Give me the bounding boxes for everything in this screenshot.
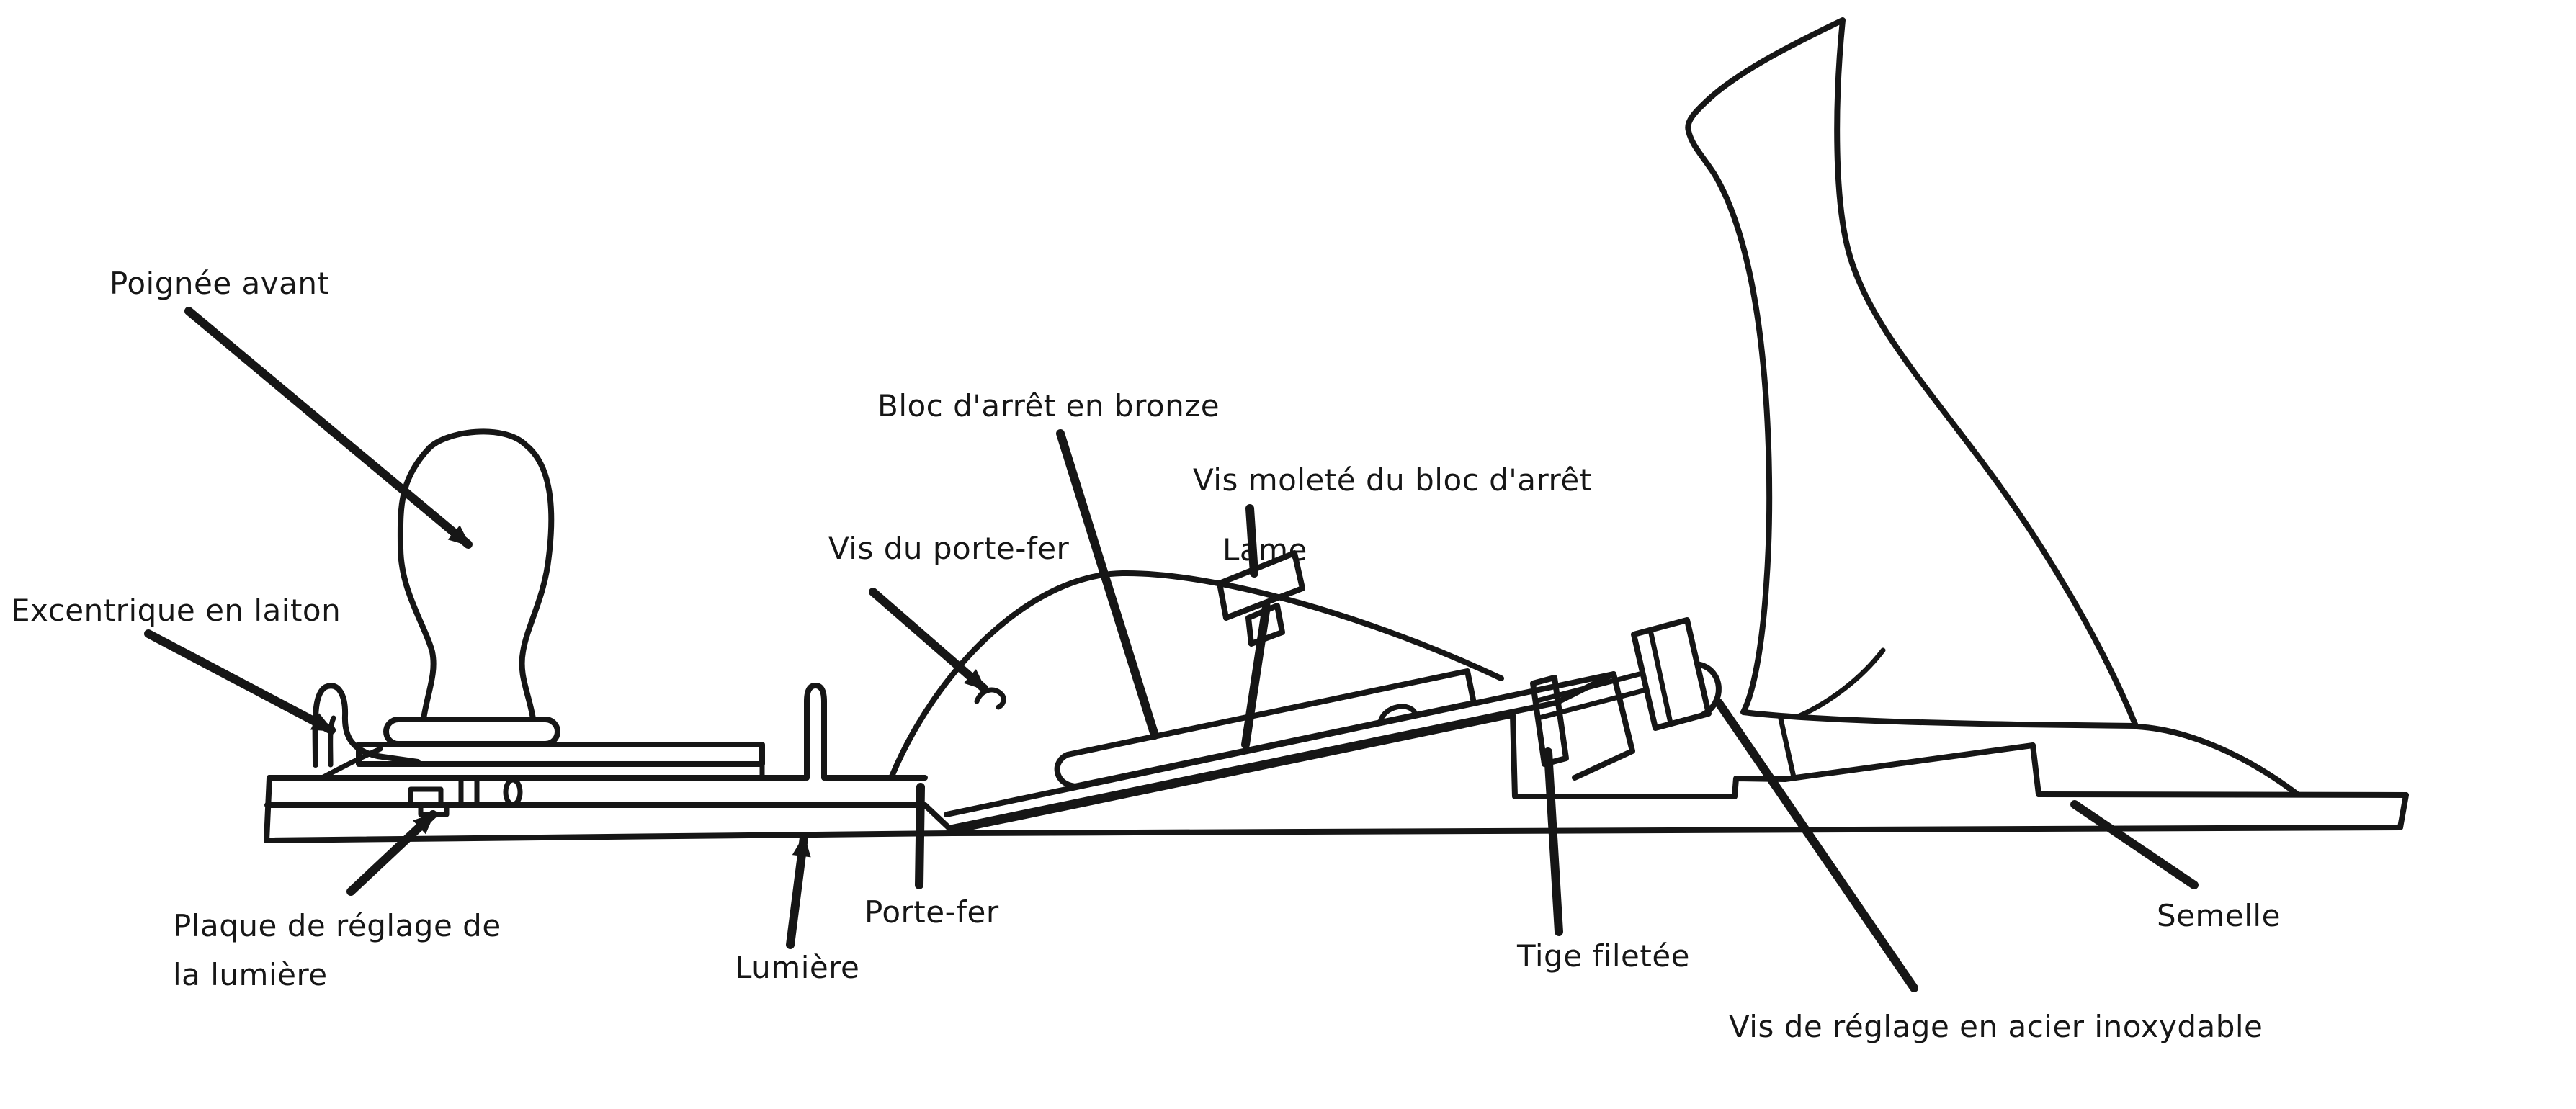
leader-tige-filetee <box>1544 747 1563 936</box>
label-lame: Lame <box>1222 532 1307 567</box>
rear-deck-line <box>1782 742 2036 782</box>
eccentric-lever-inner <box>328 715 336 768</box>
rear-tote <box>1685 17 2139 729</box>
lever-cap-top <box>1054 668 1477 789</box>
carrier-screw-detail <box>974 687 1006 710</box>
front-knob-outline <box>397 428 555 722</box>
leader-excentrique-laiton <box>144 629 336 735</box>
label-tige-filetee: Tige filetée <box>1516 938 1690 974</box>
leader-bloc-arret-bronze <box>1056 429 1159 740</box>
label-lumiere: Lumière <box>735 950 859 985</box>
label-vis-moletee-bloc-arret: Vis moleté du bloc d'arrêt <box>1193 462 1592 498</box>
lever-cap-cam-bump <box>1377 704 1419 725</box>
label-semelle: Semelle <box>2157 898 2281 933</box>
threaded-rod <box>1534 671 1646 720</box>
label-vis-porte-fer: Vis du porte-fer <box>828 531 1070 566</box>
label-porte-fer: Porte-fer <box>864 894 999 930</box>
leader-vis-reglage-acier <box>1714 699 1918 992</box>
plane-body-drawing <box>264 17 2409 843</box>
label-poignee-avant: Poignée avant <box>109 266 329 301</box>
tote-front-fillet <box>1794 647 1886 720</box>
plate-slot <box>503 777 523 807</box>
label-vis-reglage-acier: Vis de réglage en acier inoxydable <box>1729 1009 2263 1044</box>
toe-front-curve <box>319 746 383 781</box>
leader-plaque-reglage-lumiere <box>346 810 437 896</box>
heel-hump-curve <box>2134 724 2299 796</box>
iron-carrier <box>949 712 1788 834</box>
leader-lame <box>1241 602 1271 749</box>
cap-screw-head <box>1217 550 1305 621</box>
sole-right-edge <box>2397 792 2409 830</box>
heel-shelf-line <box>2036 791 2409 798</box>
knob-base-pill <box>383 717 560 747</box>
carrier-top-edge <box>949 700 1559 830</box>
plate-ticks <box>458 776 480 807</box>
leader-vis-moletee-bloc-arret <box>1245 504 1258 578</box>
knob-mount-plate <box>356 742 765 767</box>
leader-semelle <box>2070 800 2199 889</box>
adjuster-wheel <box>1631 617 1712 731</box>
cheek-arch <box>889 570 1504 779</box>
plate-tab <box>408 786 450 817</box>
leader-poignee-avant <box>184 307 473 549</box>
label-excentrique-laiton: Excentrique en laiton <box>11 593 341 628</box>
mouth-post <box>804 683 827 781</box>
lever-cap-bottom <box>1072 700 1477 789</box>
leader-porte-fer <box>915 783 925 889</box>
sole-top-line <box>264 802 955 834</box>
leader-vis-porte-fer <box>869 588 988 693</box>
label-bloc-arret-bronze: Bloc d'arrêt en bronze <box>877 388 1220 423</box>
heel-step <box>2030 742 2041 797</box>
sole-bottom-line <box>264 825 2403 843</box>
toe-left-edge <box>264 775 272 843</box>
leader-lumiere <box>786 833 811 949</box>
adjuster-wheel-bump <box>1697 662 1722 718</box>
tote-base-front-edge <box>1778 716 1797 780</box>
adjuster-wheel-rim <box>1647 627 1673 726</box>
blade-end <box>1553 671 1635 781</box>
adjuster-yoke <box>1530 675 1569 767</box>
